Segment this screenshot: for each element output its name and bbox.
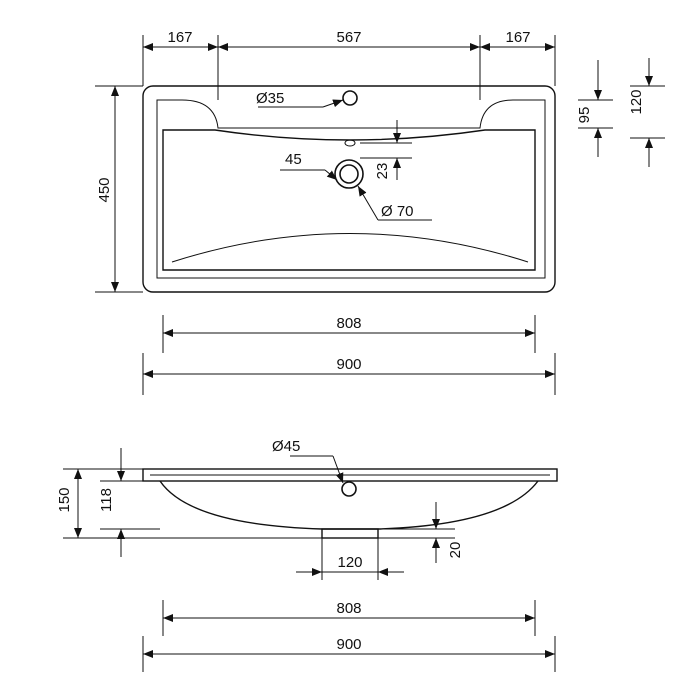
basin-top-slab xyxy=(142,468,558,482)
outlet-width-label: 120 xyxy=(337,554,362,571)
leader-arrow xyxy=(322,99,344,108)
dim-left-label: 167 xyxy=(167,29,192,46)
overflow-slot xyxy=(344,139,356,147)
outlet xyxy=(321,528,379,539)
edge-h2-label: 120 xyxy=(628,89,645,114)
tap-hole-label: Ø35 xyxy=(256,90,284,107)
drain-inner xyxy=(339,164,359,184)
basin-inner-rim xyxy=(156,99,546,279)
drain-offset-label: 45 xyxy=(285,151,302,168)
dim-mid-label: 567 xyxy=(336,29,361,46)
tap-hole xyxy=(342,90,358,106)
edge-h1-label: 95 xyxy=(576,107,593,124)
side-height-inner-label: 118 xyxy=(98,488,115,512)
side-view: Ø45 150 118 20 120 808 900 xyxy=(56,438,558,672)
side-hole-label: Ø45 xyxy=(272,438,300,455)
basin-bowl xyxy=(162,129,536,271)
inner-width-label: 808 xyxy=(336,315,361,332)
side-outer-width-label: 900 xyxy=(336,636,361,653)
outlet-height-label: 20 xyxy=(447,542,464,559)
outer-width-label: 900 xyxy=(336,356,361,373)
basin-outer-rim xyxy=(142,85,556,293)
side-inner-width-label: 808 xyxy=(336,600,361,617)
top-view: 167 567 167 450 Ø35 23 45 Ø 70 95 xyxy=(95,29,665,395)
bowl-slope-curve xyxy=(171,233,529,263)
leader-arrow xyxy=(324,169,338,181)
side-height-outer-label: 150 xyxy=(56,487,73,512)
dim-right-label: 167 xyxy=(505,29,530,46)
leader-arrow xyxy=(357,185,379,221)
leader-arrow xyxy=(332,455,344,484)
drain-label: Ø 70 xyxy=(381,203,414,220)
overflow-label: 23 xyxy=(374,163,391,180)
side-tap-hole xyxy=(341,481,357,497)
dim-height-label: 450 xyxy=(96,177,113,202)
